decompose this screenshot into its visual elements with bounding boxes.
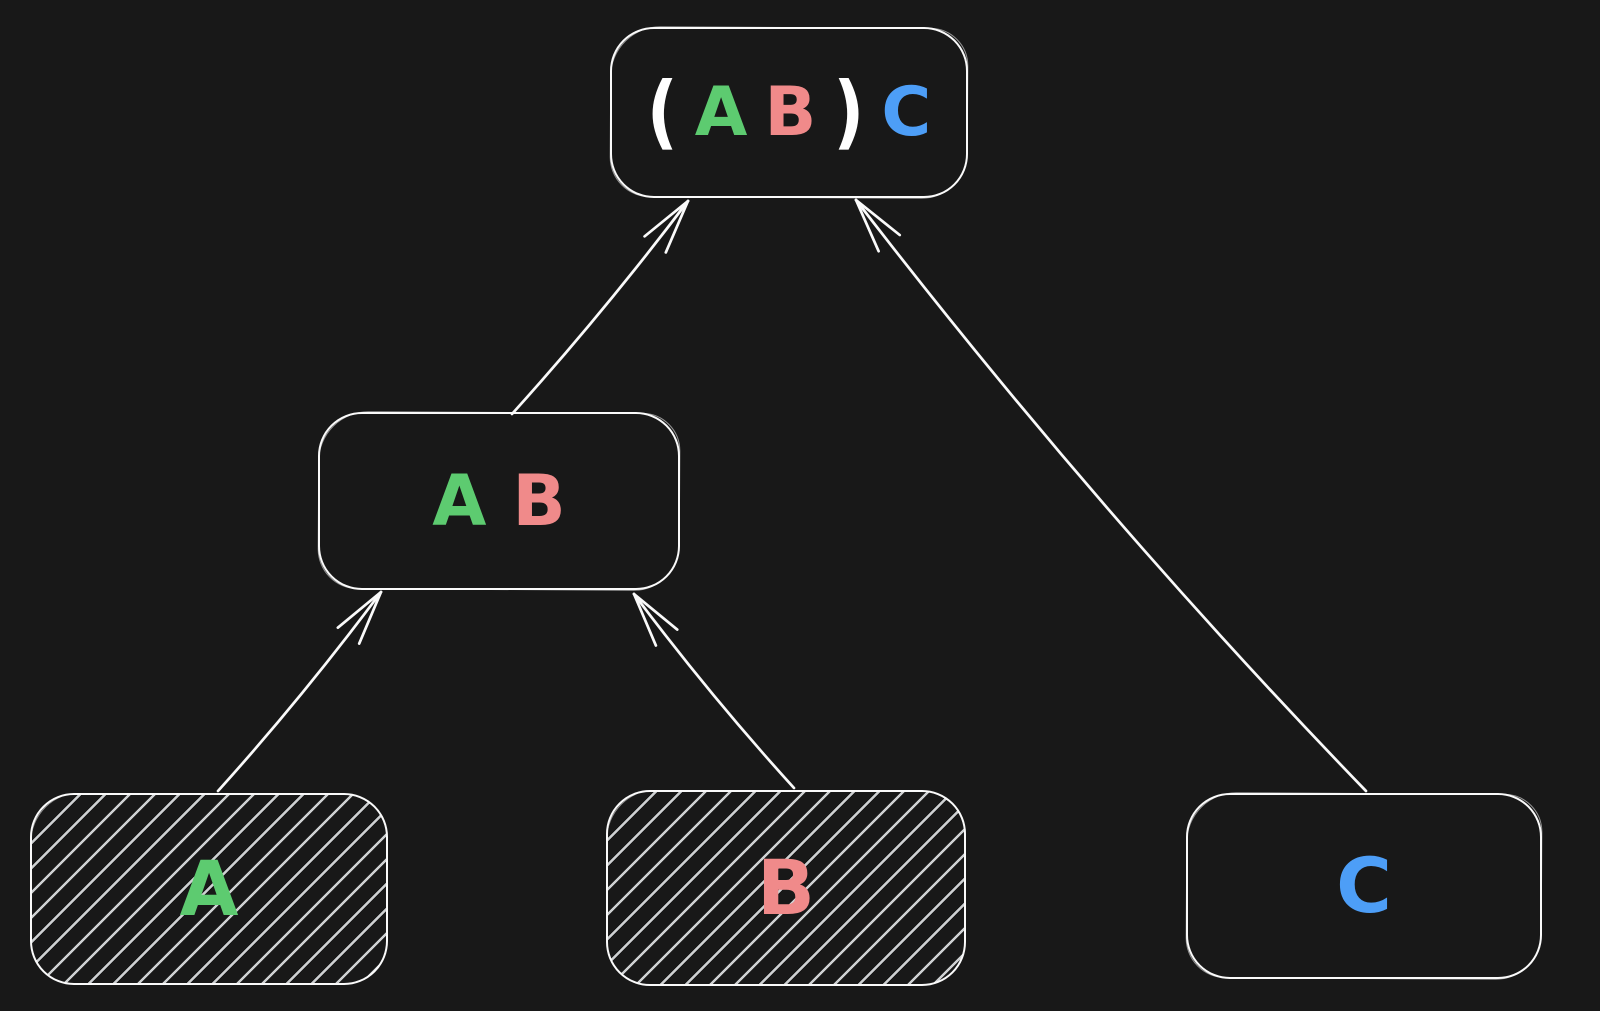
- root-token-b: B: [764, 72, 817, 152]
- root-token-a: A: [694, 72, 748, 152]
- b-token: B: [757, 843, 815, 932]
- ab-token-b: B: [512, 460, 566, 542]
- node-root-label: ( A B ) C: [647, 72, 932, 152]
- node-b-label: B: [757, 850, 815, 926]
- edge-node-b-to-node-ab: [632, 592, 796, 790]
- edge-node-c-to-node-root: [854, 198, 1368, 793]
- node-ab-label: A B: [432, 466, 566, 536]
- node-a-label: A: [180, 851, 239, 927]
- open-paren: (: [646, 65, 678, 159]
- close-paren: ): [833, 65, 865, 159]
- a-token: A: [179, 844, 239, 933]
- node-ab: A B: [318, 412, 680, 590]
- node-a: A: [30, 793, 388, 985]
- c-token: C: [1336, 841, 1392, 930]
- edge-node-ab-to-node-root: [510, 199, 690, 416]
- node-root: ( A B ) C: [610, 27, 968, 198]
- ab-token-a: A: [432, 460, 487, 542]
- node-c-label: C: [1336, 848, 1392, 924]
- node-b: B: [606, 790, 966, 986]
- root-token-c: C: [881, 72, 932, 152]
- edge-node-a-to-node-ab: [216, 590, 383, 793]
- node-c: C: [1186, 793, 1542, 979]
